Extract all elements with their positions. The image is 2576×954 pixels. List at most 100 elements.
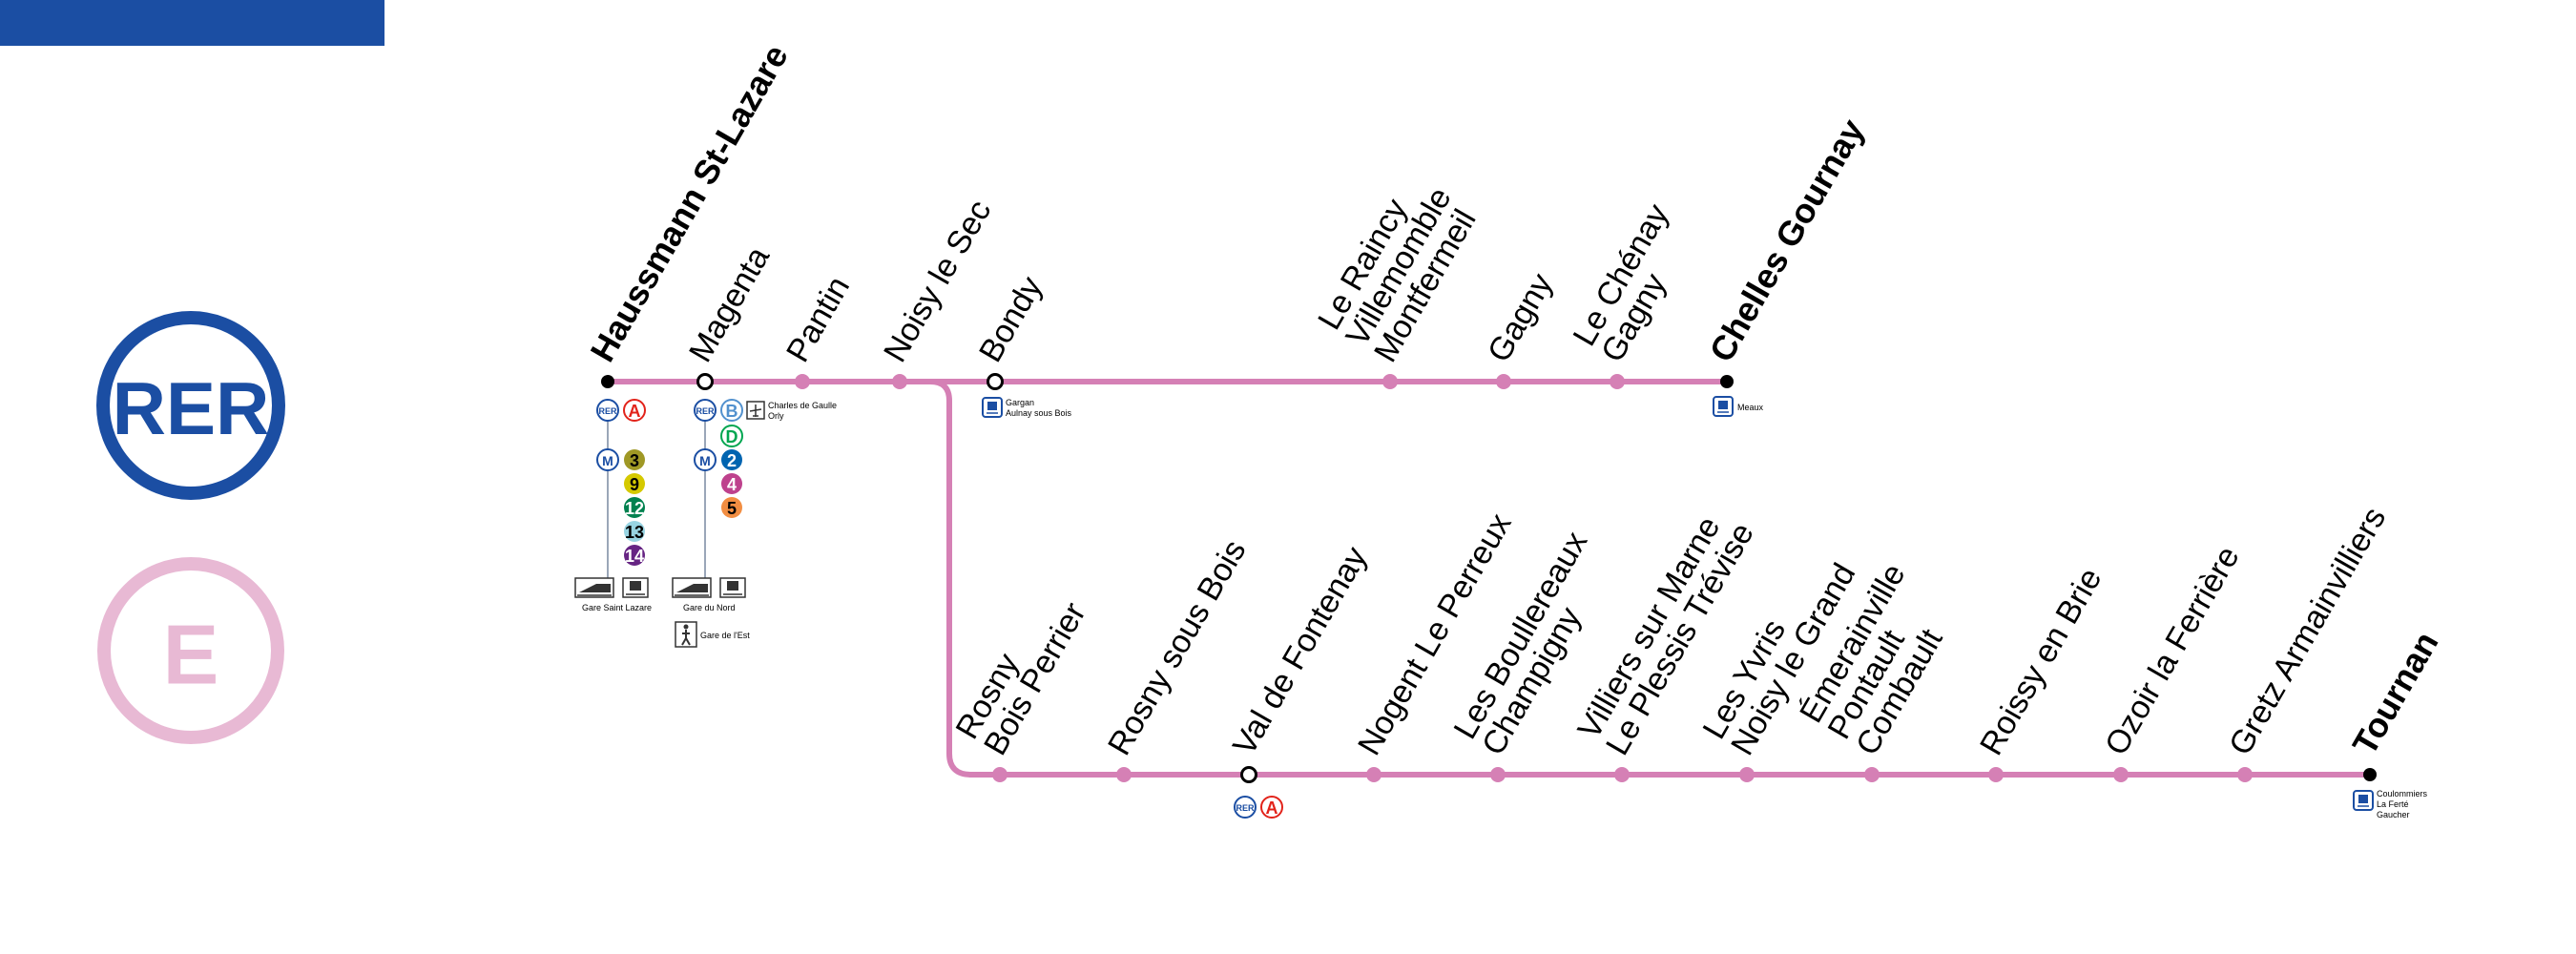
- station-marker-rosny-bois-perrier: [992, 767, 1008, 782]
- svg-text:M: M: [699, 453, 711, 468]
- metro-line-12-icon: 12: [624, 497, 645, 518]
- train-icon: [622, 577, 649, 598]
- station-label-gagny: Gagny: [1481, 267, 1560, 368]
- svg-text:RER: RER: [598, 406, 617, 416]
- station-label-haussmann-st-lazare: Haussmann St-Lazare: [582, 38, 796, 368]
- connections-chelles: Meaux: [1713, 396, 1764, 417]
- svg-text:14: 14: [625, 547, 644, 566]
- station-marker-nogent-le-perreux: [1366, 767, 1381, 782]
- tram-icon: [982, 397, 1003, 418]
- train-icon: [719, 577, 746, 598]
- station-label-le-raincy-villemomble-montfermeil: Le RaincyVillemombleMontfermeil: [1311, 165, 1486, 368]
- station-label-rosny-sous-bois: Rosny sous Bois: [1101, 534, 1254, 761]
- connections-bondy: Gargan Aulnay sous Bois: [982, 397, 1072, 418]
- meaux-label: Meaux: [1737, 403, 1764, 412]
- rer-line-a-icon: A: [1260, 796, 1283, 819]
- gaucher-label: Gaucher: [2377, 810, 2410, 819]
- station-marker-val-de-fontenay: [1240, 766, 1257, 783]
- gare-saint-lazare-label: Gare Saint Lazare: [582, 603, 652, 612]
- svg-text:3: 3: [630, 451, 639, 470]
- brand-bar: [0, 0, 384, 46]
- svg-text:2: 2: [727, 451, 737, 470]
- coulommiers-label: Coulommiers: [2377, 789, 2428, 798]
- station-marker-les-yvris-noisy-le-grand: [1739, 767, 1755, 782]
- metro-badge-icon: M: [596, 448, 619, 471]
- svg-text:B: B: [726, 402, 738, 421]
- rer-line-d-icon: D: [720, 425, 743, 447]
- svg-text:9: 9: [630, 475, 639, 494]
- station-marker-gretz-armainvilliers: [2237, 767, 2253, 782]
- metro-line-9-icon: 9: [624, 473, 645, 494]
- station-label-roissy-en-brie: Roissy en Brie: [1973, 562, 2109, 761]
- train-icon: [2353, 790, 2374, 811]
- connections-tournan: Coulommiers La Ferté Gaucher: [2353, 789, 2428, 819]
- svg-text:4: 4: [727, 475, 737, 494]
- branch-connector: [929, 379, 972, 778]
- gare-de-l-est-label: Gare de l'Est: [700, 631, 750, 640]
- station-marker-villiers-sur-marne-le-plessis-trevise: [1614, 767, 1630, 782]
- station-marker-tournan: [2363, 768, 2377, 781]
- gargan-label: Gargan: [1006, 398, 1034, 407]
- rer-line-a-icon: A: [623, 399, 646, 422]
- station-marker-chelles-gournay: [1720, 375, 1734, 388]
- rer-badge-icon: RER: [694, 399, 717, 422]
- svg-text:13: 13: [625, 523, 644, 542]
- station-marker-roissy-en-brie: [1988, 767, 2004, 782]
- rer-badge-icon: RER: [1234, 796, 1257, 819]
- station-marker-bondy: [987, 373, 1004, 390]
- charles-de-gaulle-label: Charles de Gaulle: [768, 401, 837, 410]
- rer-badge-icon: RER: [596, 399, 619, 422]
- svg-text:5: 5: [727, 499, 737, 518]
- svg-text:M: M: [602, 453, 613, 468]
- station-marker-pantin: [795, 374, 810, 389]
- station-marker-rosny-sous-bois: [1116, 767, 1132, 782]
- station-marker-gagny: [1496, 374, 1511, 389]
- connections-magenta: RER B D Charles de Gaulle Orly M 2 4: [672, 399, 837, 648]
- metro-line-5-icon: 5: [721, 497, 742, 518]
- rer-logo-text: RER: [113, 366, 270, 450]
- orly-label: Orly: [768, 411, 784, 421]
- metro-line-13-icon: 13: [624, 521, 645, 542]
- station-label-chelles-gournay: Chelles Gournay: [1701, 113, 1872, 368]
- metro-line-14-icon: 14: [624, 545, 645, 566]
- svg-text:A: A: [1266, 798, 1278, 818]
- svg-text:RER: RER: [1236, 803, 1255, 813]
- station-label-magenta: Magenta: [682, 240, 777, 368]
- svg-text:D: D: [726, 427, 738, 446]
- station-label-bondy: Bondy: [972, 271, 1049, 368]
- line-e-badge: E: [97, 557, 284, 744]
- station-label-pantin: Pantin: [779, 271, 857, 368]
- station-marker-ozoir-la-ferriere: [2113, 767, 2129, 782]
- station-label-rosny-bois-perrier: RosnyBois Perrier: [949, 580, 1093, 761]
- station-marker-haussmann-st-lazare: [601, 375, 614, 388]
- metro-line-2-icon: 2: [721, 449, 742, 470]
- metro-line-4-icon: 4: [721, 473, 742, 494]
- line-e-letter: E: [163, 608, 219, 702]
- metro-badge-icon: M: [694, 448, 717, 471]
- svg-text:RER: RER: [696, 406, 715, 416]
- metro-line-3-icon: 3: [624, 449, 645, 470]
- station-marker-noisy-le-sec: [892, 374, 907, 389]
- station-label-ozoir-la-ferriere: Ozoir la Ferrière: [2098, 540, 2247, 761]
- svg-text:A: A: [629, 402, 641, 421]
- station-marker-le-chenay-gagny: [1610, 374, 1625, 389]
- station-marker-le-raincy-villemomble-montfermeil: [1382, 374, 1398, 389]
- connections-haussmann: RER A M 3 9 12 13 14: [574, 399, 652, 612]
- station-label-le-chenay-gagny: Le ChénayGagny: [1567, 198, 1705, 368]
- tgv-train-icon: [574, 577, 614, 598]
- airport-icon: [746, 401, 765, 420]
- tgv-train-icon: [672, 577, 712, 598]
- station-marker-emerainville-pontault-combault: [1864, 767, 1880, 782]
- station-marker-magenta: [696, 373, 714, 390]
- train-icon: [1713, 396, 1734, 417]
- la-ferte-label: La Ferté: [2377, 799, 2409, 809]
- gare-du-nord-label: Gare du Nord: [683, 603, 736, 612]
- station-marker-les-boullereaux-champigny: [1490, 767, 1506, 782]
- station-label-tournan: Tournan: [2344, 625, 2445, 761]
- aulnay-sous-bois-label: Aulnay sous Bois: [1006, 408, 1072, 418]
- connections-val-de-fontenay: RER A: [1234, 796, 1283, 819]
- station-label-val-de-fontenay: Val de Fontenay: [1226, 541, 1374, 761]
